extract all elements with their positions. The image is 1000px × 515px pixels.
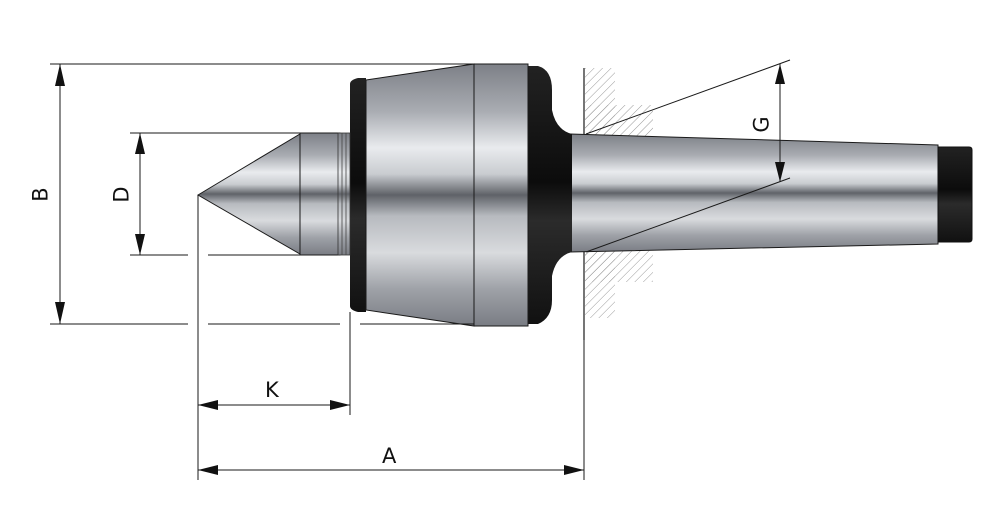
dimension-label-d: D	[109, 186, 134, 203]
dimension-arrows	[55, 64, 785, 475]
center-point	[197, 132, 351, 256]
dimension-label-a: A	[382, 444, 397, 468]
dimension-label-b: B	[28, 187, 53, 202]
dimension-lines	[50, 59, 791, 480]
neck-collar	[528, 66, 572, 324]
dimension-label-k: K	[265, 378, 279, 402]
dimension-label-g: G	[749, 116, 774, 133]
bearing-body	[350, 63, 529, 327]
taper-shank	[569, 133, 973, 253]
